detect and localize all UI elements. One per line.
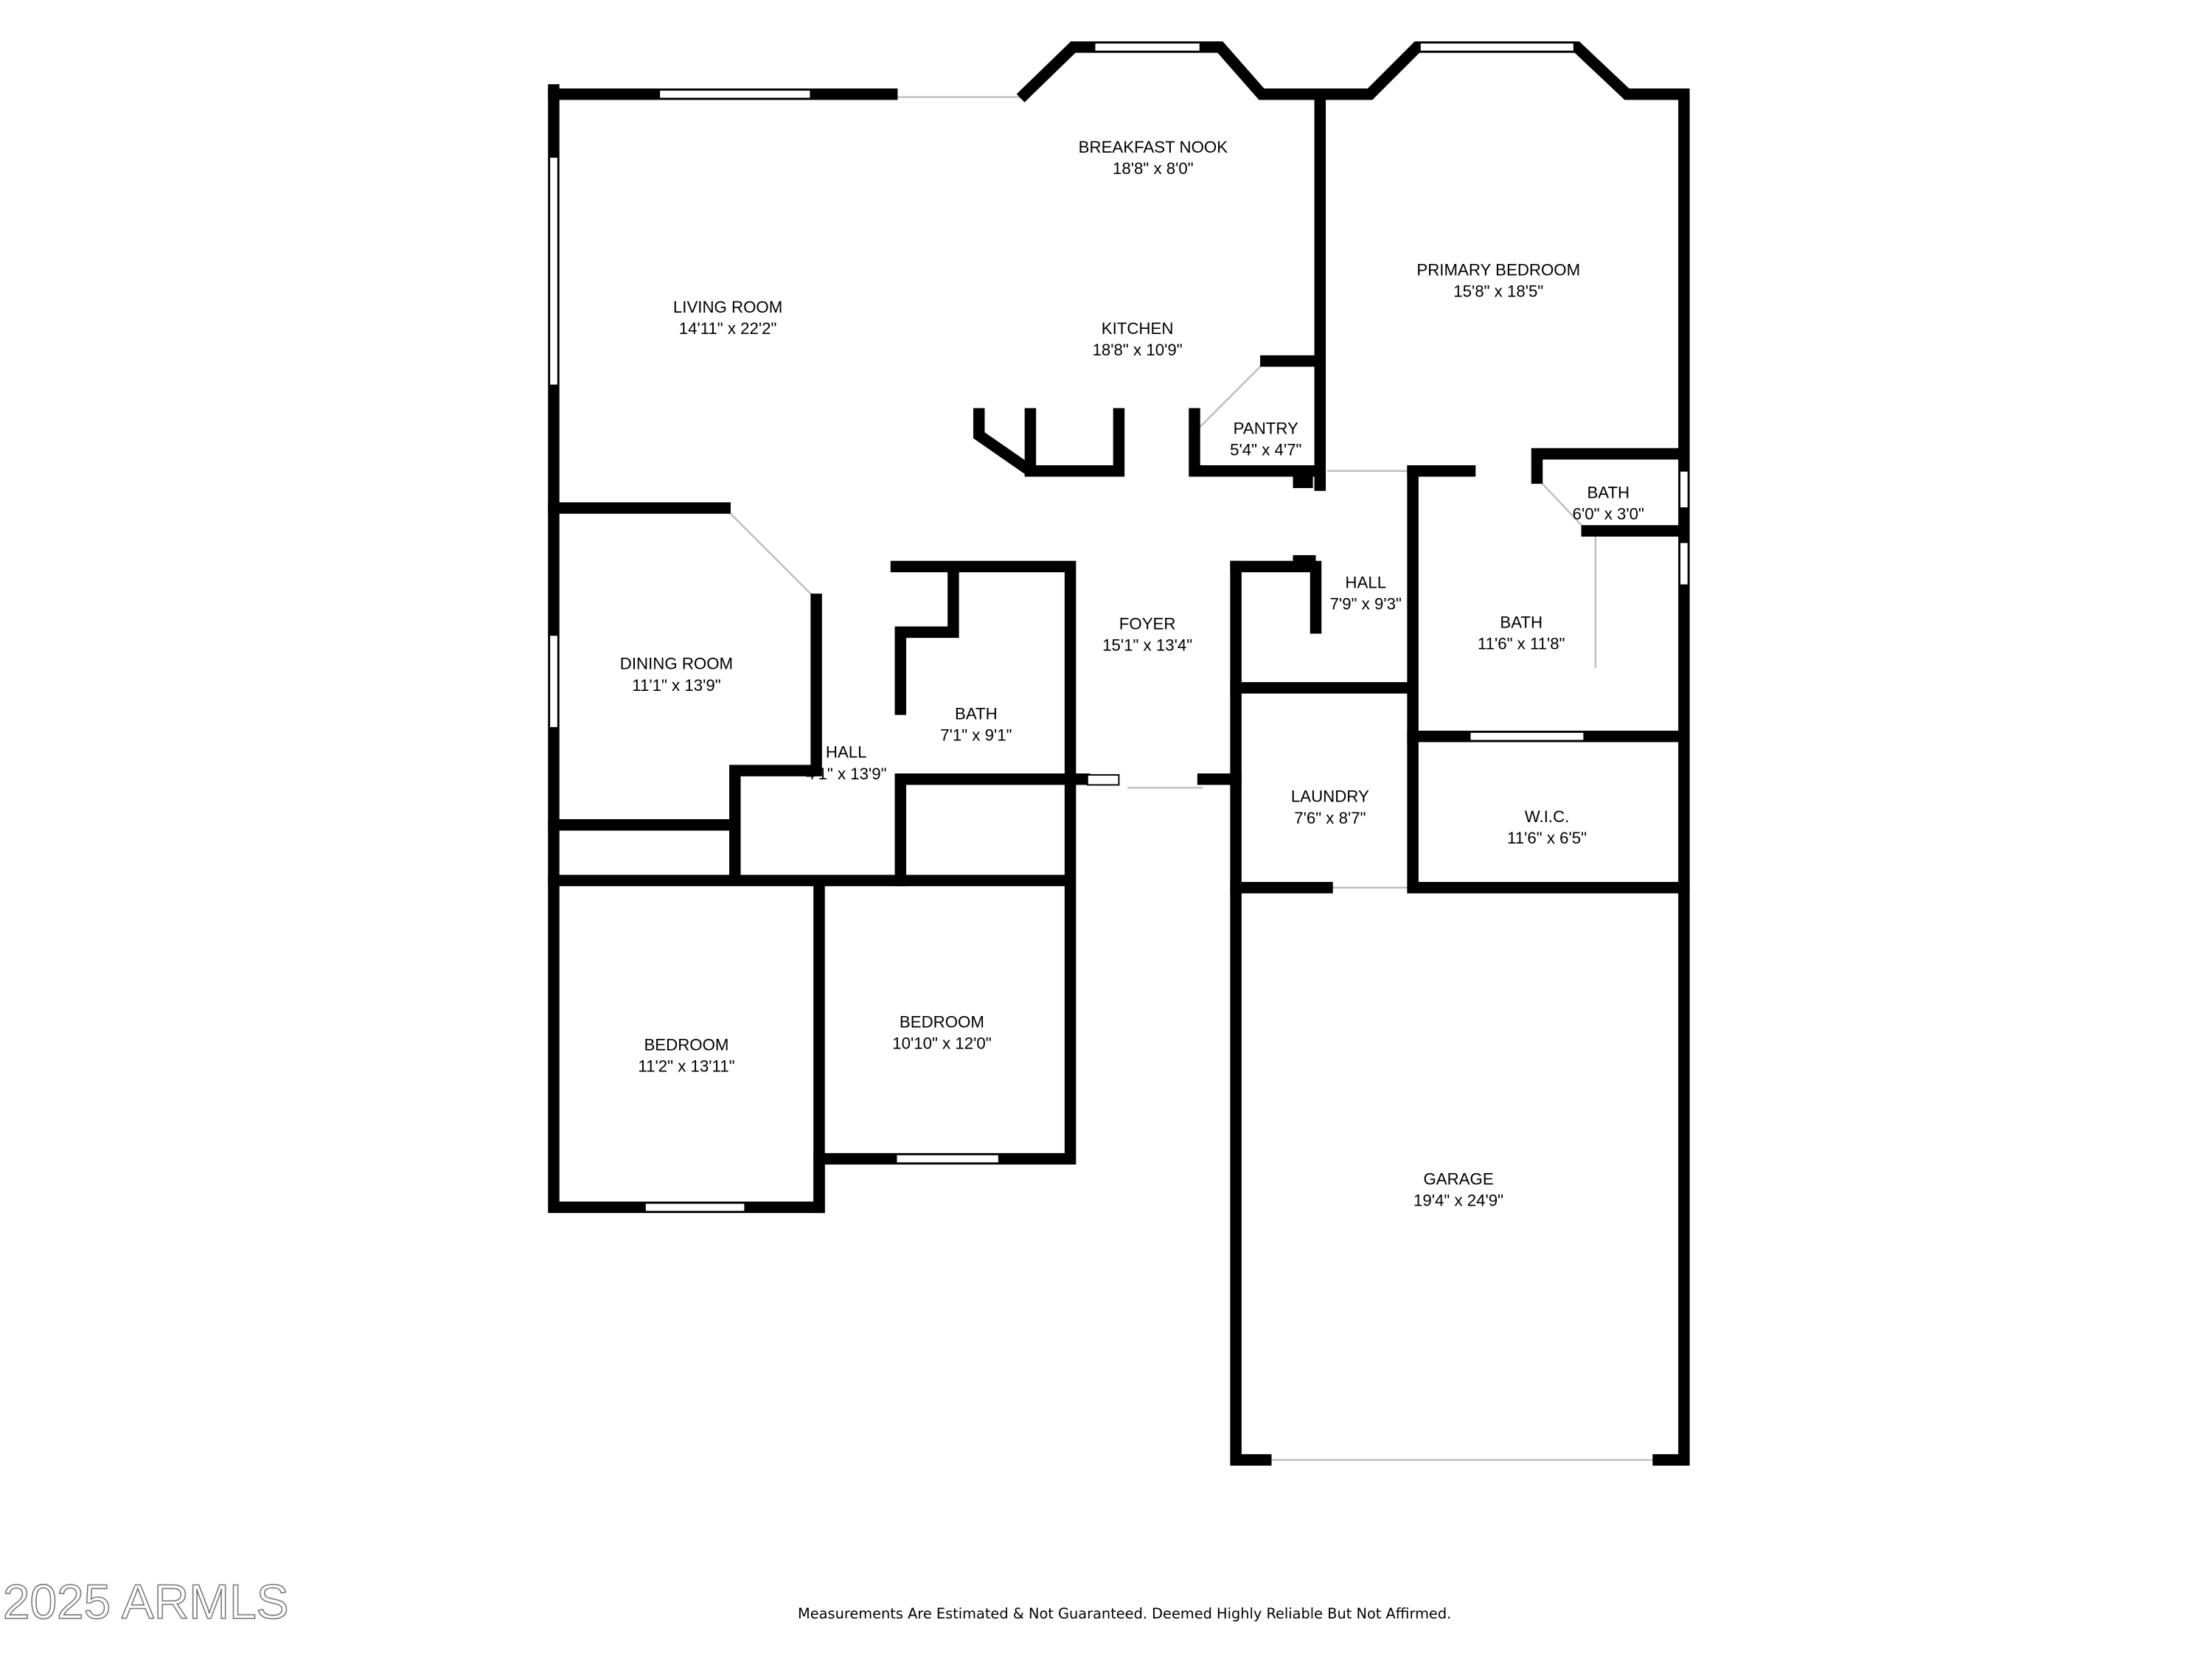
- room-size: 11'1" x 13'9": [632, 676, 720, 695]
- room-name: BATH: [1500, 613, 1543, 632]
- room-size: 18'8" x 8'0": [1113, 159, 1194, 178]
- room-name: HALL: [1345, 573, 1386, 591]
- disclaimer: Measurements Are Estimated & Not Guarant…: [798, 1605, 1451, 1622]
- room-size: 19'4" x 24'9": [1413, 1191, 1503, 1209]
- room-name: BATH: [1587, 483, 1630, 501]
- room-name: W.I.C.: [1525, 807, 1570, 826]
- room-size: 11'2" x 13'11": [638, 1057, 734, 1076]
- room-size: 5'4" x 4'7": [1230, 440, 1301, 459]
- room-name: GARAGE: [1423, 1169, 1493, 1188]
- room-name: BEDROOM: [900, 1013, 984, 1032]
- room-size: 4'1" x 13'9": [806, 765, 887, 783]
- room-name: BEDROOM: [644, 1036, 728, 1054]
- walls: [548, 41, 1690, 1466]
- room-size: 10'10" x 12'0": [892, 1034, 991, 1053]
- watermark: 2025 ARMLS: [3, 1574, 289, 1629]
- room-size: 14'11" x 22'2": [679, 319, 777, 338]
- room-size: 6'0" x 3'0": [1573, 505, 1644, 524]
- room-name: LAUNDRY: [1291, 787, 1369, 806]
- room-name: BATH: [955, 704, 998, 723]
- room-name: PANTRY: [1234, 419, 1298, 437]
- room-size: 15'1" x 13'4": [1102, 636, 1192, 655]
- room-size: 7'1" x 9'1": [940, 726, 1012, 745]
- room-size: 7'6" x 8'7": [1294, 809, 1366, 827]
- openings: [724, 96, 1686, 1461]
- room-name: DINING ROOM: [620, 655, 733, 673]
- room-size: 15'8" x 18'5": [1453, 282, 1543, 301]
- room-size: 11'6" x 6'5": [1507, 829, 1587, 847]
- room-name: PRIMARY BEDROOM: [1416, 261, 1580, 279]
- room-name: LIVING ROOM: [673, 298, 782, 316]
- room-name: HALL: [826, 743, 867, 762]
- room-size: 18'8" x 10'9": [1093, 341, 1183, 359]
- room-size: 11'6" x 11'8": [1478, 635, 1565, 653]
- room-size: 7'9" x 9'3": [1330, 594, 1402, 613]
- room-labels: BREAKFAST NOOK 18'8" x 8'0" LIVING ROOM …: [620, 138, 1644, 1209]
- room-name: KITCHEN: [1102, 319, 1174, 338]
- windows: [549, 42, 1689, 1213]
- room-name: BREAKFAST NOOK: [1079, 138, 1228, 156]
- room-name: FOYER: [1119, 615, 1176, 633]
